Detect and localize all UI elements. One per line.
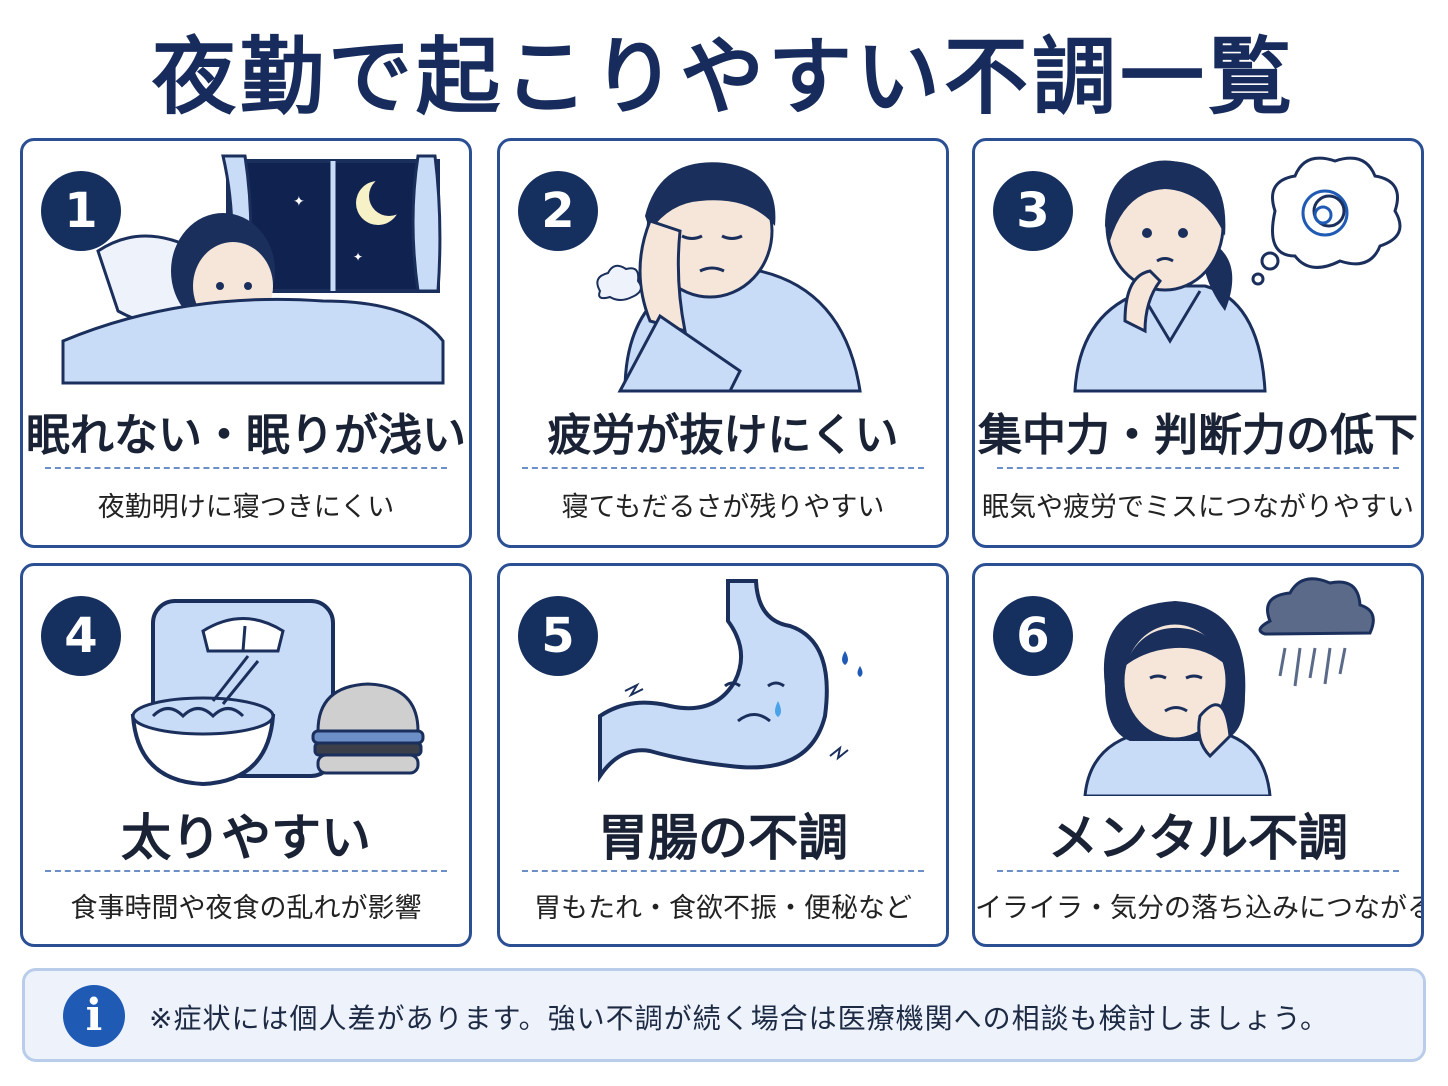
number-badge: 5	[518, 596, 598, 676]
svg-text:✦: ✦	[353, 250, 363, 264]
card-sleepless: ✦ ✦ ✦ 1 眠れない・眠りが浅い 夜勤明けに寝つきにくい	[20, 138, 472, 548]
divider	[997, 870, 1399, 872]
svg-text:✦: ✦	[293, 194, 305, 210]
card-description: 眠気や疲労でミスにつながりやすい	[982, 492, 1414, 523]
card-heading: 眠れない・眠りが浅い	[26, 410, 466, 461]
card-description: 夜勤明けに寝つきにくい	[97, 492, 395, 523]
divider	[522, 870, 924, 872]
sleepless-person-in-bed-icon: ✦ ✦ ✦	[61, 154, 445, 385]
note-text: ※症状には個人差があります。強い不調が続く場合は医療機関への相談も検討しましょう…	[149, 1002, 1329, 1035]
card-description: 寝てもだるさが残りやすい	[561, 492, 885, 523]
card-mental: 6 メンタル不調 イライラ・気分の落ち込みにつながる	[972, 563, 1424, 947]
confused-woman-icon	[1073, 156, 1402, 393]
divider	[997, 467, 1399, 469]
card-description: 胃もたれ・食欲不振・便秘など	[534, 893, 912, 924]
card-heading: 集中力・判断力の低下	[978, 410, 1418, 461]
info-icon: i	[63, 985, 125, 1047]
number-badge: 4	[41, 596, 121, 676]
scale-and-food-icon	[130, 599, 425, 787]
info-note: i ※症状には個人差があります。強い不調が続く場合は医療機関への相談も検討しまし…	[22, 968, 1426, 1062]
card-heading: メンタル不調	[1048, 809, 1348, 867]
number-badge: 6	[993, 596, 1073, 676]
card-digestion: 5 胃腸の不調 胃もたれ・食欲不振・便秘など	[497, 563, 949, 947]
depressed-woman-rain-cloud-icon	[1083, 577, 1375, 796]
divider	[45, 467, 447, 469]
card-heading: 胃腸の不調	[598, 809, 848, 867]
card-heading: 疲労が抜けにくい	[547, 410, 899, 461]
number-badge: 2	[518, 171, 598, 251]
card-fatigue: 2 疲労が抜けにくい 寝てもだるさが残りやすい	[497, 138, 949, 548]
number-badge: 1	[41, 171, 121, 251]
page-title: 夜勤で起こりやすい不調一覧	[151, 28, 1296, 126]
sad-stomach-icon	[598, 579, 863, 783]
number-badge: 3	[993, 171, 1073, 251]
divider	[45, 870, 447, 872]
card-heading: 太りやすい	[121, 809, 371, 867]
card-description: イライラ・気分の落ち込みにつながる	[975, 893, 1424, 924]
card-weight-gain: 4 太りやすい 食事時間や夜食の乱れが影響	[20, 563, 472, 947]
divider	[522, 467, 924, 469]
card-description: 食事時間や夜食の乱れが影響	[70, 893, 422, 924]
tired-man-icon	[596, 162, 862, 393]
card-concentration: 3 集中力・判断力の低下 眠気や疲労でミスにつながりやすい	[972, 138, 1424, 548]
